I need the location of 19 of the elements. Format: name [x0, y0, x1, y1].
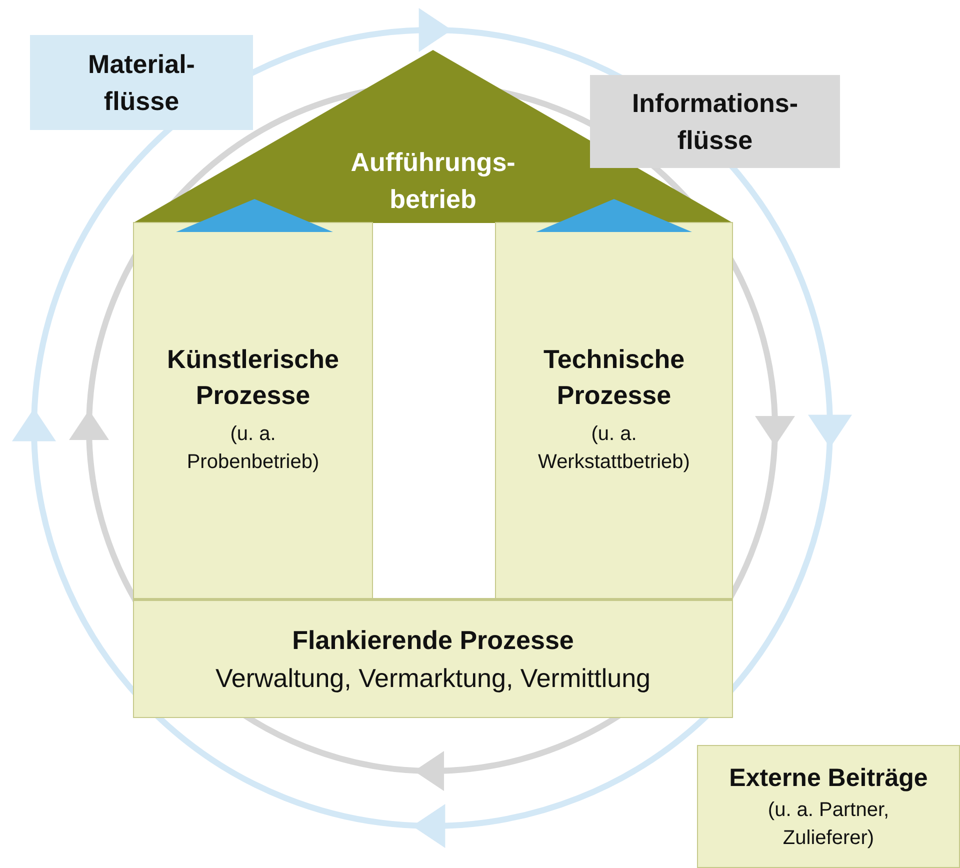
- label-box: [30, 35, 253, 130]
- note-text: (u. a. Probenbetrieb): [186, 422, 320, 475]
- roof-label: Aufführungs- betrieb: [350, 146, 516, 216]
- pillar-box: [495, 222, 733, 599]
- heading: Material- flüsse: [87, 48, 196, 118]
- pillar-capital: [176, 199, 333, 232]
- heading: Technische Prozesse: [542, 343, 686, 412]
- pillar-box: [133, 222, 373, 599]
- note-text: (u. a. Werkstattbetrieb): [537, 422, 691, 475]
- label-box: [590, 75, 840, 168]
- foundation-box: [133, 598, 733, 718]
- note-text: (u. a. Partner, Zulieferer): [766, 798, 890, 851]
- body-text: Verwaltung, Vermarktung, Vermittlung: [215, 662, 650, 695]
- heading: Informations- flüsse: [630, 87, 800, 156]
- heading: Externe Beiträge: [729, 763, 928, 794]
- heading: Flankierende Prozesse: [292, 624, 574, 657]
- note-box: [697, 745, 960, 868]
- pillar-capital: [536, 199, 692, 232]
- heading: Künstlerische Prozesse: [166, 343, 340, 412]
